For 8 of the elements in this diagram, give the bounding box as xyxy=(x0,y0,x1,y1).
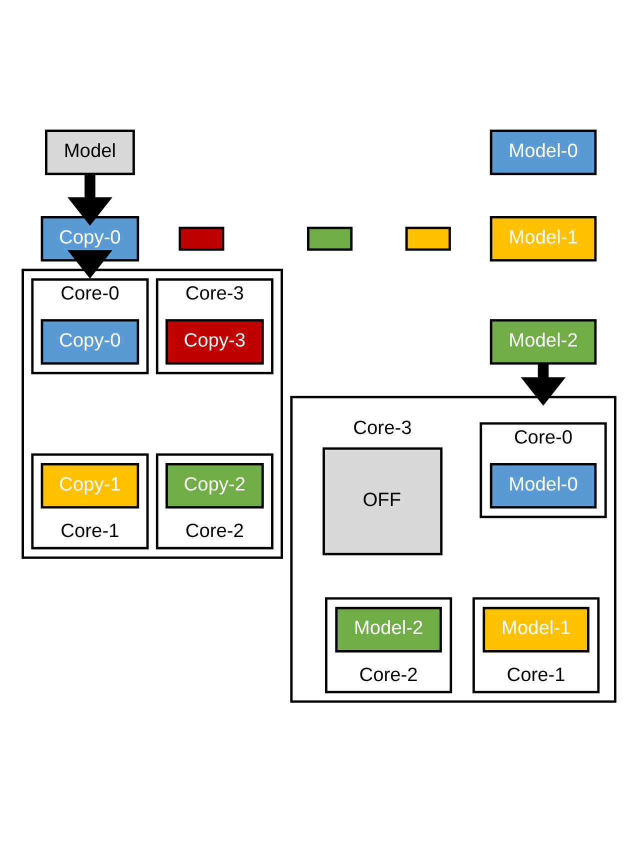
node-label: Core-3 xyxy=(353,418,412,439)
node-label: Core-1 xyxy=(60,521,120,542)
node-label: Core-2 xyxy=(185,521,244,542)
node-label: Core-1 xyxy=(506,664,566,686)
node-label: Core-2 xyxy=(359,664,418,686)
node-label: Core-0 xyxy=(514,428,573,449)
node-label: Core-3 xyxy=(185,284,244,305)
node-label: Core-0 xyxy=(60,284,120,305)
